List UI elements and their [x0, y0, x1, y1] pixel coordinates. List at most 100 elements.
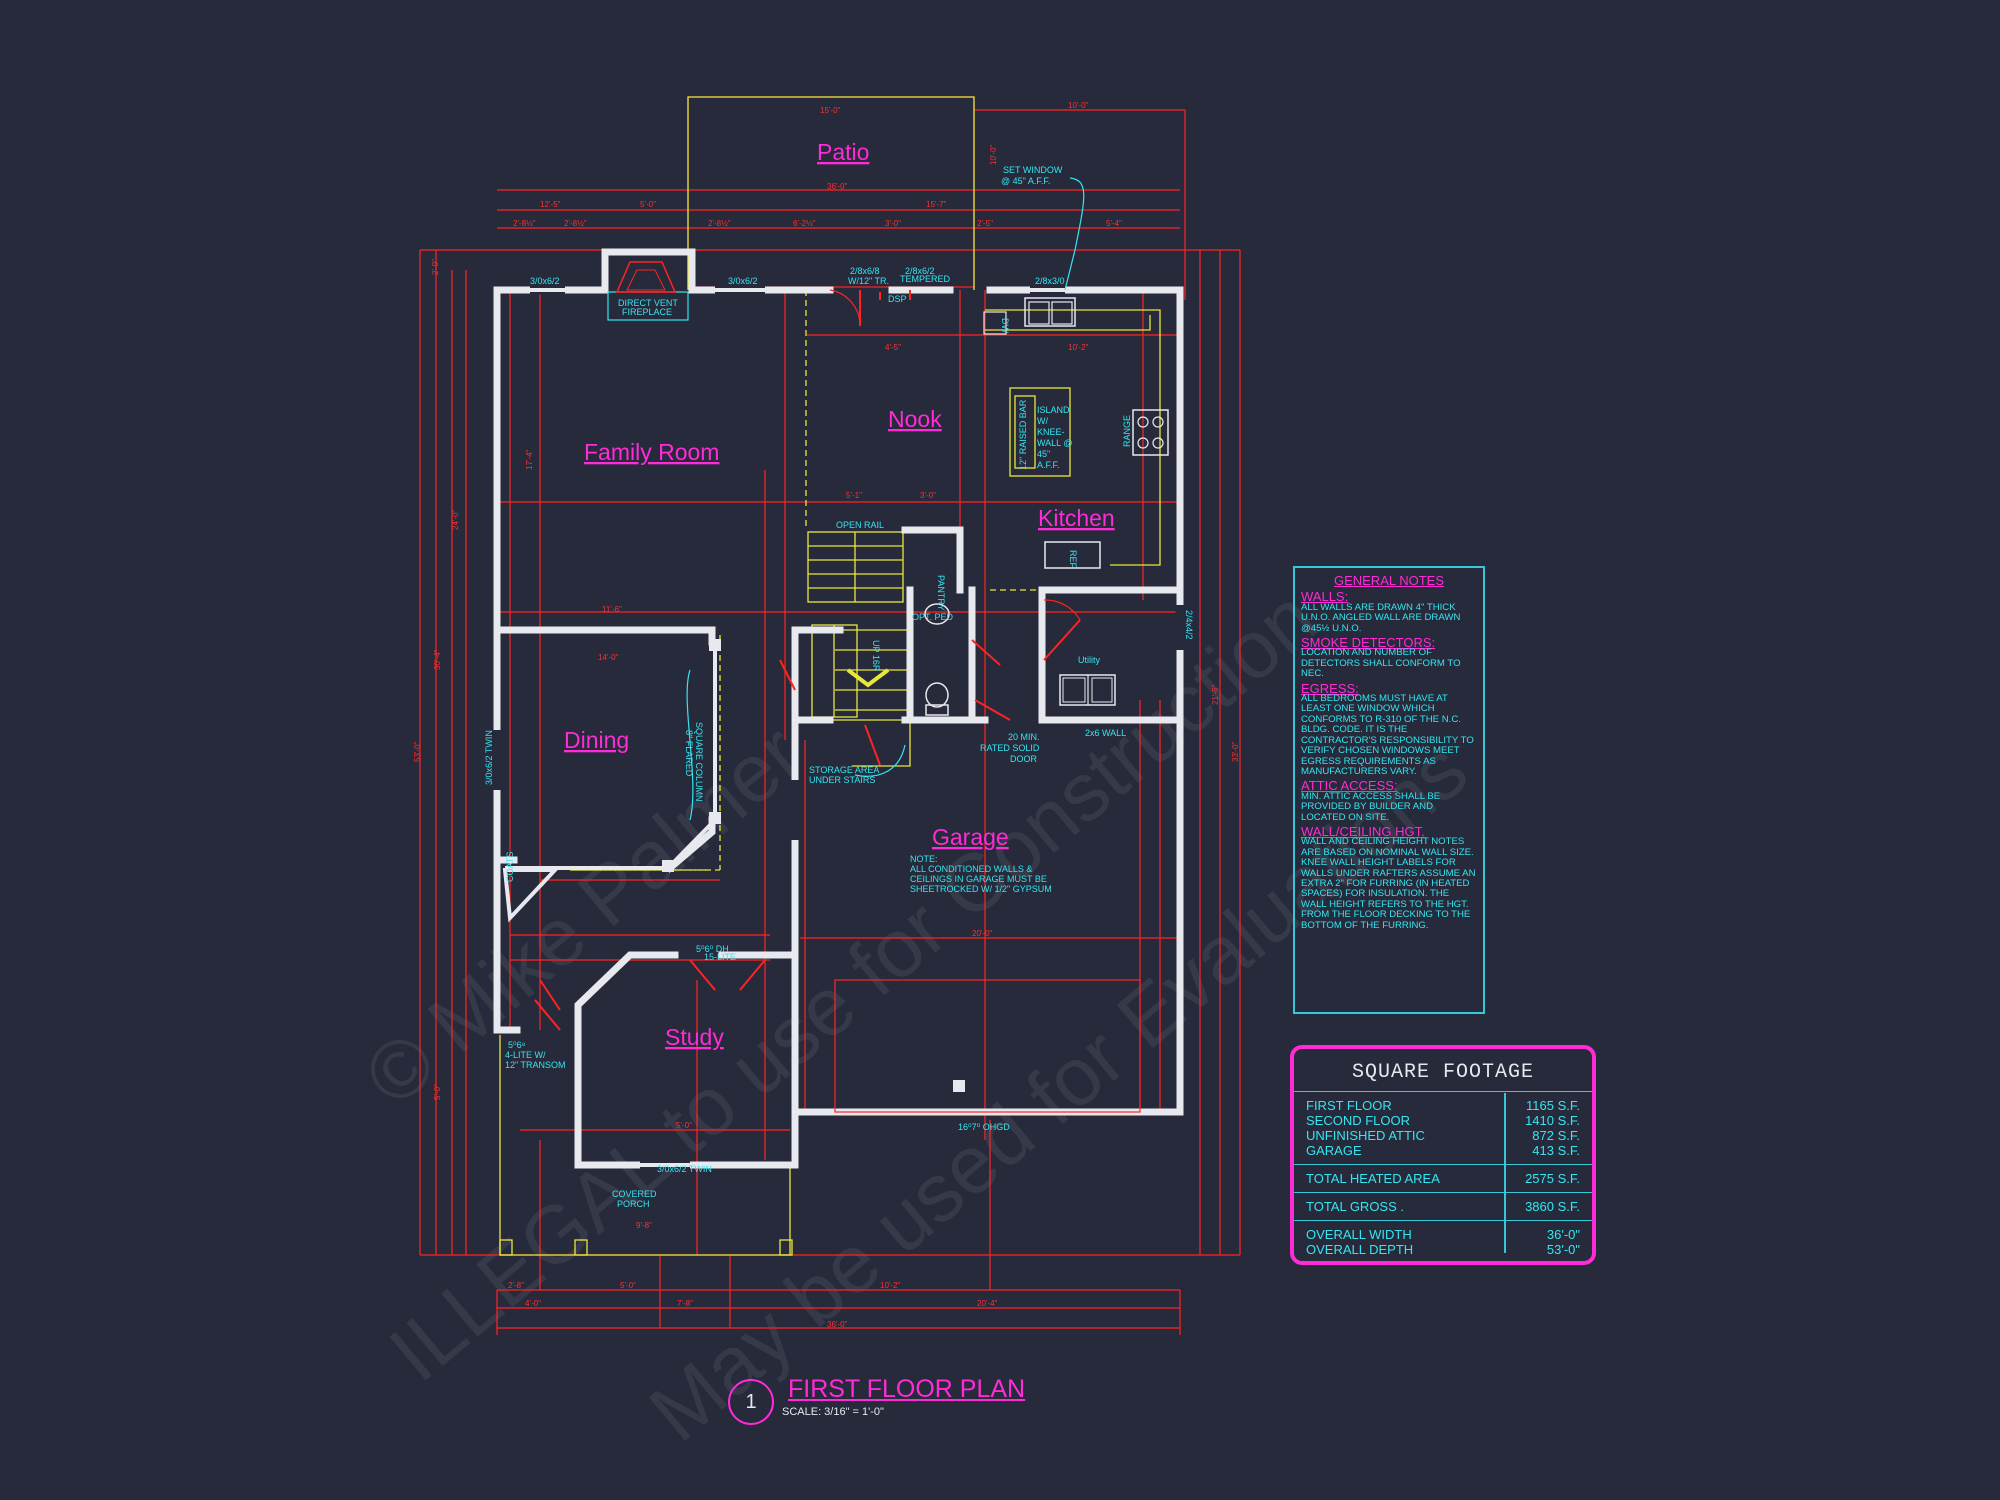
porch-label-2: PORCH [617, 1199, 650, 1209]
dim-bottom-f: 2'-8" [508, 1281, 524, 1290]
dim-top-g: 6'-2½" [793, 219, 816, 228]
hidden-lines [499, 96, 1161, 1256]
entry-door-label-2: 4-LITE W/ [505, 1050, 546, 1060]
dim-top-d: 2'-8½" [513, 219, 536, 228]
coats-label: COATS [505, 852, 515, 882]
dim-bottom-d: 5'-0" [620, 1281, 636, 1290]
annotations: DIRECT VENT FIREPLACE 3/0x6/2 3/0x6/2 2/… [484, 165, 1194, 1209]
dim-bottom-e: 7'-8" [677, 1299, 693, 1308]
dim-kitchen-a: 10'-2" [1068, 343, 1089, 352]
rated-door-label-2: RATED SOLID [980, 743, 1040, 753]
sqft-width-row: OVERALL WIDTH 36'-0" [1294, 1227, 1592, 1242]
range-label: RANGE [1122, 415, 1132, 447]
general-notes-title: GENERAL NOTES [1333, 573, 1445, 588]
window-sink-label: 2/8x3/0 [1035, 276, 1065, 286]
dim-patio-d: 10'-0" [989, 144, 998, 165]
dim-top-h: 3'-0" [885, 219, 901, 228]
dim-right-b: 33'-0" [1231, 741, 1240, 762]
sqft-width-value: 36'-0" [1546, 1227, 1580, 1242]
walls [493, 248, 1184, 1169]
door-tr-label-1: 2/8x6/8 [850, 266, 880, 276]
sqft-label: UNFINISHED ATTIC [1306, 1128, 1425, 1143]
dw-label: DW [1000, 318, 1010, 333]
garage-note-1: NOTE: [910, 854, 938, 864]
sqft-gross-value: 3860 S.F. [1525, 1199, 1580, 1214]
dim-left-c: 30'-4" [433, 649, 442, 670]
notes-egress-body: ALL BEDROOMS MUST HAVE AT LEAST ONE WIND… [1301, 693, 1474, 777]
room-garage: Garage [932, 824, 1009, 850]
dim-top-b: 5'-0" [640, 200, 656, 209]
sqft-width-label: OVERALL WIDTH [1306, 1227, 1412, 1242]
dim-top-e: 2'-8½" [564, 219, 587, 228]
dim-kitchen-b: 4'-5" [885, 343, 901, 352]
dim-nook-b: 3'-0" [920, 491, 936, 500]
twin-window-left-label: 3/0x6/2 TWIN [484, 730, 494, 785]
wall-2x6-label: 2x6 WALL [1085, 728, 1126, 738]
door-tempered-label-2: TEMPERED [900, 274, 951, 284]
island-label-3: KNEE- [1037, 427, 1065, 437]
dim-patio-w: 15'-0" [820, 106, 841, 115]
garage-door [834, 979, 1141, 1113]
dim-left-a: 2'-0" [431, 259, 440, 275]
notes-egress-heading: EGRESS: [1301, 680, 1359, 696]
notes-attic-body: MIN. ATTIC ACCESS SHALL BE PROVIDED BY B… [1301, 790, 1441, 823]
notes-attic-heading: ATTIC ACCESS: [1301, 778, 1398, 794]
room-utility: Utility [1078, 655, 1100, 665]
dim-bottom-b: 20'-4" [977, 1299, 998, 1308]
dimension-text: 15'-0" 10'-0" 36'-0" 12'-5" 5'-0" 15'-7"… [413, 101, 1240, 1329]
up-label: UP 16R [871, 640, 881, 672]
dim-bottom-c: 10'-2" [880, 1281, 901, 1290]
dim-fam-a: 17'-4" [525, 449, 534, 470]
column-label-1: SQUARE COLUMN [694, 722, 704, 802]
garage-note-3: CEILINGS IN GARAGE MUST BE [910, 874, 1047, 884]
room-study: Study [665, 1024, 724, 1050]
notes-walls-heading: WALLS: [1301, 589, 1349, 605]
dsp-label: DSP [888, 294, 907, 304]
dim-left-d: 53'-0" [413, 741, 422, 762]
sqft-heated-label: TOTAL HEATED AREA [1306, 1171, 1440, 1186]
rated-door-label-1: 20 MIN. [1008, 732, 1040, 742]
pantry-label: PANTRY [936, 575, 946, 611]
sqft-row: UNFINISHED ATTIC 872 S.F. [1294, 1128, 1592, 1143]
fireplace-label-2: FIREPLACE [622, 307, 672, 317]
room-kitchen: Kitchen [1038, 505, 1115, 531]
room-patio: Patio [817, 139, 869, 165]
dim-bottom-overall: 36'-0" [827, 1320, 848, 1329]
room-nook: Nook [888, 406, 942, 432]
wall-dim-label: 2/4x4/2 [1184, 610, 1194, 640]
window-left-label: 3/0x6/2 [530, 276, 560, 286]
sqft-heated-value: 2575 S.F. [1525, 1171, 1580, 1186]
ohgd-label: 16⁰7⁰ OHGD [958, 1122, 1010, 1132]
fireplace [607, 261, 689, 321]
twin-window-label: 3/0x6/2 TWIN [657, 1164, 712, 1174]
dim-left-b: 24'-0" [451, 509, 460, 530]
notes-ceiling-body: WALL AND CEILING HEIGHT NOTES ARE BASED … [1301, 836, 1476, 931]
dim-top-i: 2'-5" [977, 219, 993, 228]
dim-study-a: 5'-0" [676, 1121, 692, 1130]
dim-nook-a: 5'-1" [846, 491, 862, 500]
opt-ped-label: OPT. PED [912, 612, 954, 622]
dim-garage-w: 20'-0" [972, 929, 993, 938]
rated-door-label-3: DOOR [1010, 754, 1038, 764]
garage-note-2: ALL CONDITIONED WALLS & [910, 864, 1032, 874]
general-notes-panel: GENERAL NOTES WALLS: ALL WALLS ARE DRAWN… [1293, 566, 1485, 1014]
dim-top-a: 12'-5" [540, 200, 561, 209]
dim-dining-a: 14'-0" [598, 653, 619, 662]
sqft-value: 872 S.F. [1532, 1128, 1580, 1143]
dim-bottom-a: 4'-0" [525, 1299, 541, 1308]
drawing-number: 1 [728, 1379, 774, 1425]
room-labels: Patio Family Room Nook Kitchen Dining Ga… [564, 139, 1115, 1050]
open-rail-label: OPEN RAIL [836, 520, 884, 530]
dim-right-a: 10'-0" [1068, 101, 1089, 110]
notes-walls-body: ALL WALLS ARE DRAWN 4" THICK U.N.O. ANGL… [1301, 601, 1461, 634]
sqft-gross-label: TOTAL GROSS . [1306, 1199, 1405, 1214]
sqft-gross-row: TOTAL GROSS . 3860 S.F. [1294, 1199, 1592, 1214]
room-family: Family Room [584, 439, 719, 465]
dim-top-j: 5'-4" [1106, 219, 1122, 228]
openings [492, 285, 1185, 1170]
